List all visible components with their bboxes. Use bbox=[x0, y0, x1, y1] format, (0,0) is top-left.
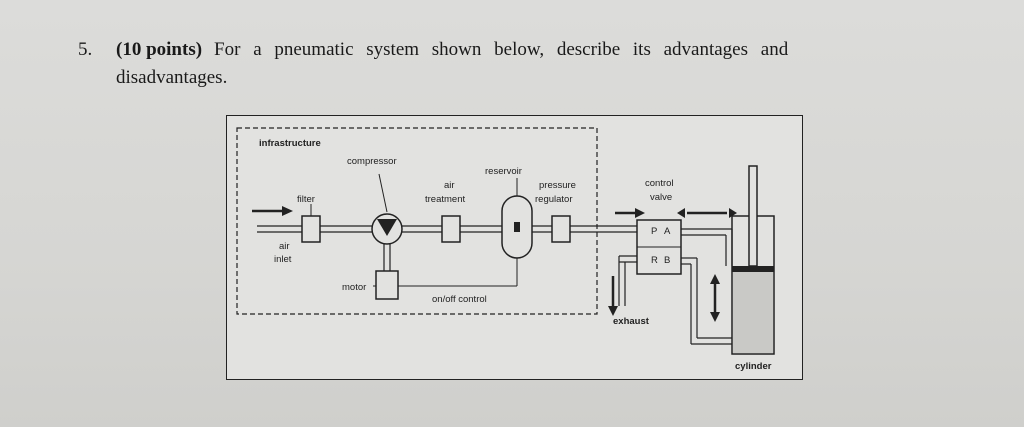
question-text-line-1: For a pneumatic system shown below, desc… bbox=[214, 39, 789, 60]
label-infrastructure: infrastructure bbox=[259, 138, 321, 149]
compressor-symbol bbox=[377, 219, 397, 236]
diagram-svg: infrastructure compressor reservoir air … bbox=[236, 127, 775, 372]
cylinder-fill bbox=[733, 271, 773, 353]
label-port-r: R bbox=[651, 255, 658, 266]
label-onoff-control: on/off control bbox=[432, 294, 487, 305]
label-air-treatment-1: air bbox=[444, 180, 455, 191]
valve-actuation-arrow-right bbox=[729, 208, 737, 218]
label-pressure-regulator-1: pressure bbox=[539, 180, 576, 191]
pneumatic-diagram: infrastructure compressor reservoir air … bbox=[226, 115, 803, 380]
valve-actuation-arrow-left bbox=[677, 208, 685, 218]
question-block: 5. (10 points) For a pneumatic system sh… bbox=[78, 36, 978, 92]
question-points: (10 points) bbox=[116, 39, 203, 60]
question-line-1: 5. (10 points) For a pneumatic system sh… bbox=[78, 36, 978, 64]
label-filter: filter bbox=[297, 194, 315, 205]
label-motor: motor bbox=[342, 282, 366, 293]
cylinder-motion-arrow-up bbox=[710, 274, 720, 284]
air-inlet-arrowhead bbox=[282, 206, 293, 216]
pressure-regulator-box bbox=[551, 215, 571, 243]
motor-box bbox=[375, 270, 399, 300]
label-control-valve-2: valve bbox=[650, 192, 672, 203]
question-number: 5. bbox=[78, 39, 93, 60]
label-port-b: B bbox=[664, 255, 670, 266]
exhaust-arrowhead bbox=[608, 306, 618, 316]
label-pressure-regulator-2: regulator bbox=[535, 194, 573, 205]
air-treatment-box bbox=[441, 215, 461, 243]
label-air-treatment-2: treatment bbox=[425, 194, 465, 205]
flow-arrowhead bbox=[635, 208, 645, 218]
filter-box bbox=[301, 215, 321, 243]
label-air-inlet-2: inlet bbox=[274, 254, 292, 265]
compressor-leader bbox=[378, 173, 388, 213]
label-port-a: A bbox=[664, 226, 671, 237]
cylinder-motion-arrow-down bbox=[710, 312, 720, 322]
question-text-line-2: disadvantages. bbox=[116, 67, 228, 88]
label-air-inlet-1: air bbox=[279, 241, 290, 252]
infrastructure-boundary bbox=[236, 127, 598, 315]
cylinder-piston bbox=[732, 266, 774, 272]
label-control-valve-1: control bbox=[645, 178, 674, 189]
label-cylinder: cylinder bbox=[735, 361, 772, 372]
label-port-p: P bbox=[651, 226, 657, 237]
cylinder-rod bbox=[748, 165, 758, 267]
label-compressor: compressor bbox=[347, 156, 397, 167]
reservoir-gauge bbox=[514, 222, 520, 232]
label-reservoir: reservoir bbox=[485, 166, 522, 177]
label-exhaust: exhaust bbox=[613, 316, 650, 327]
